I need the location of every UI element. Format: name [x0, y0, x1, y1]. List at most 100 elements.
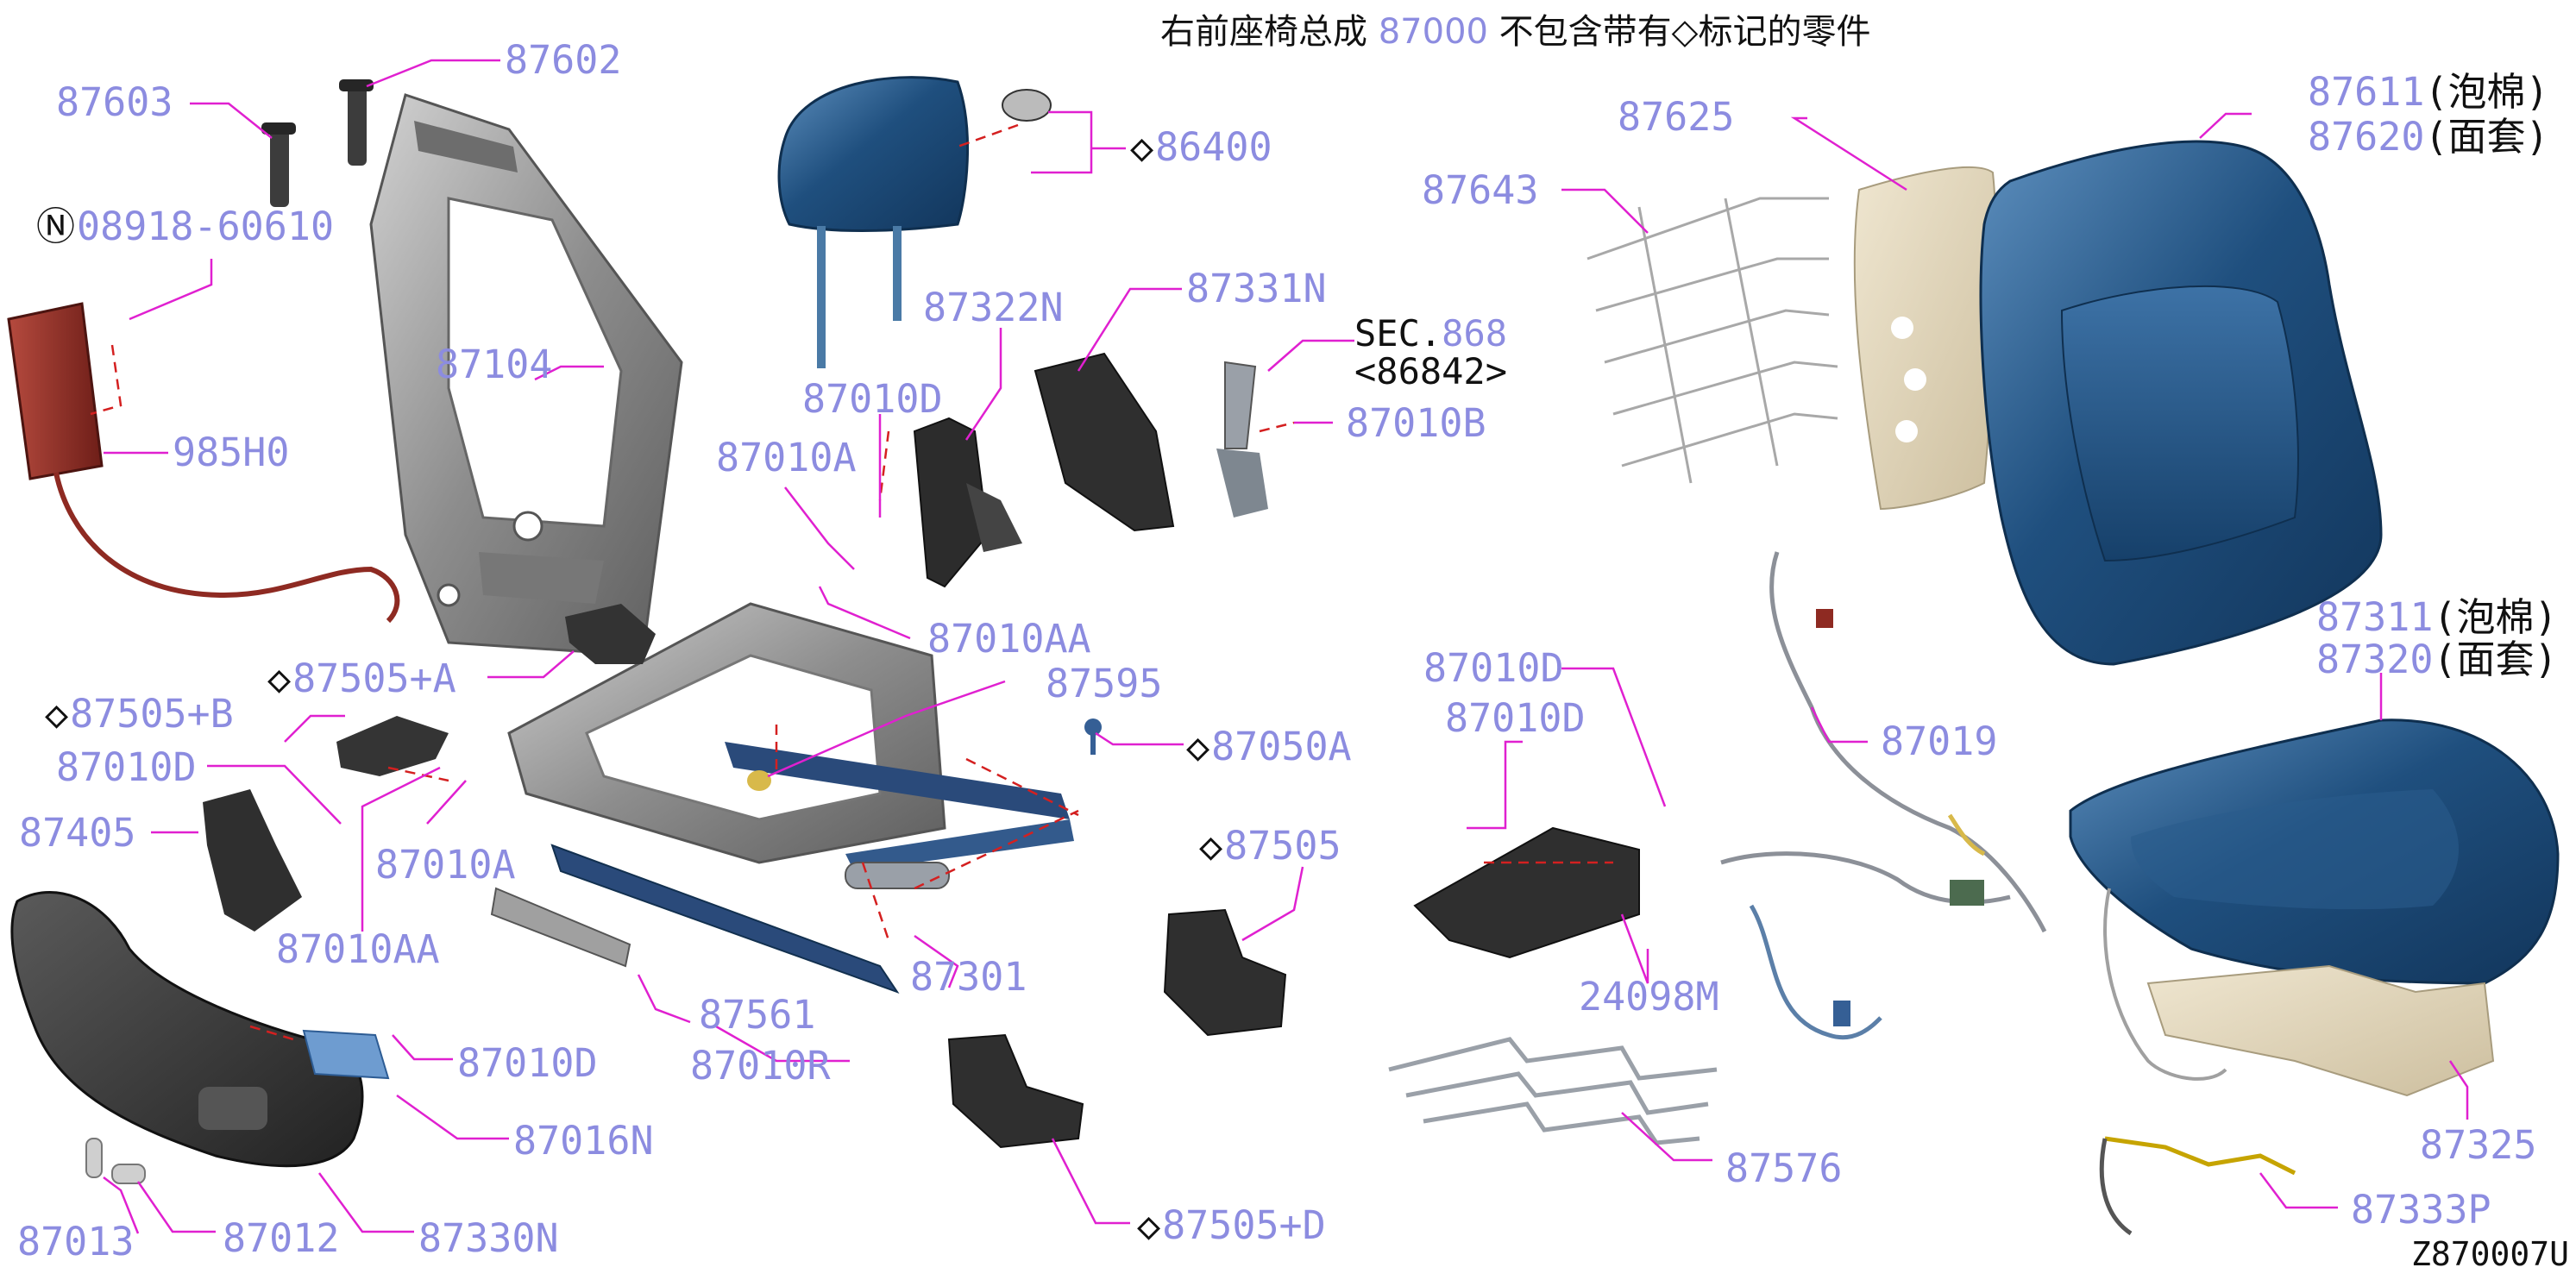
part-label-87311[interactable]: 87311(泡棉): [2316, 598, 2558, 637]
bolt-87050A: [1084, 718, 1102, 755]
seat-belt-buckle: [1216, 361, 1268, 518]
headrest-guide-pins: [261, 79, 374, 207]
side-airbag-985H0: [7, 302, 400, 624]
wire-springs-87576: [1388, 1037, 1718, 1145]
part-label-87643[interactable]: 87643: [1422, 167, 1539, 213]
title-prefix: 右前座椅总成: [1160, 12, 1379, 52]
part-label-87505[interactable]: ◇87505: [1199, 826, 1341, 865]
part-label-87010D[interactable]: 87010D: [1445, 695, 1586, 741]
title-assembly-code: 87000: [1378, 12, 1488, 52]
part-number: 86400: [1155, 124, 1272, 170]
part-label-87010D[interactable]: 87010D: [1423, 645, 1564, 691]
back-side-covers: [913, 352, 1175, 588]
part-number: 87505: [1224, 823, 1341, 869]
part-number: 87505+D: [1162, 1202, 1326, 1248]
part-label-87595[interactable]: 87595: [1046, 661, 1163, 706]
part-label-87016N[interactable]: 87016N: [513, 1118, 654, 1164]
diagram-title: 右前座椅总成 87000 不包含带有◇标记的零件: [1160, 3, 1870, 53]
part-label-87013[interactable]: 87013: [17, 1219, 135, 1264]
title-suffix: 不包含带有◇标记的零件: [1487, 12, 1871, 52]
part-number: 87050A: [1211, 724, 1352, 769]
part-label-87611[interactable]: 87611(泡棉): [2308, 72, 2549, 111]
assembly-dash-lines: [90, 123, 1613, 1041]
part-number: 87505+B: [70, 691, 234, 737]
seat-back-cover-87611: [1979, 140, 2383, 666]
wiring-harness-87019: [1720, 551, 2047, 1040]
lumbar-bracket-24098M: [1413, 826, 1640, 959]
part-label-87019[interactable]: 87019: [1881, 718, 1998, 764]
part-label-87010A[interactable]: 87010A: [375, 842, 516, 888]
part-label-87505+B[interactable]: ◇87505+B: [45, 694, 234, 733]
part-label-87010R[interactable]: 87010R: [690, 1043, 831, 1089]
part-label-87104[interactable]: 87104: [436, 342, 553, 387]
part-label-87505+A[interactable]: ◇87505+A: [267, 659, 456, 698]
part-number: 08918-60610: [77, 204, 335, 249]
seat-back-frame-87104: [369, 93, 683, 657]
part-label-87625[interactable]: 87625: [1618, 94, 1735, 140]
part-number: 87320: [2316, 637, 2434, 682]
section-ref-line1: SEC.868: [1354, 312, 1508, 355]
diamond-icon: ◇: [267, 656, 292, 701]
back-panels-87505: [947, 908, 1287, 1149]
knobs-87013-87012: [85, 1138, 146, 1184]
seat-back-wire-mat-87643: [1586, 197, 1838, 484]
diamond-icon: ◇: [1137, 1202, 1161, 1248]
diamond-icon: ◇: [1186, 724, 1210, 769]
seat-cushion-pad-87325: [2103, 888, 2495, 1097]
switch-87016N: [302, 1029, 390, 1080]
part-label-24098M[interactable]: 24098M: [1579, 974, 1719, 1020]
part-label-87012[interactable]: 87012: [223, 1215, 340, 1261]
part-label-87010AA[interactable]: 87010AA: [276, 926, 440, 972]
small-parts-left: [203, 604, 656, 968]
part-label-87331N[interactable]: 87331N: [1186, 266, 1327, 311]
part-label-87602[interactable]: 87602: [505, 37, 622, 83]
part-label-87050A[interactable]: ◇87050A: [1186, 727, 1352, 766]
part-label-87010B[interactable]: 87010B: [1346, 400, 1486, 446]
part-label-87010D[interactable]: 87010D: [56, 744, 197, 790]
seat-cushion-cover-87311: [2069, 718, 2560, 985]
diamond-icon: ◇: [1130, 124, 1154, 170]
headrest-86400: [777, 76, 1052, 368]
part-label-87010A[interactable]: 87010A: [716, 435, 857, 480]
part-number: 87620: [2308, 114, 2425, 160]
part-number: 87311: [2316, 594, 2434, 640]
part-label-87010D[interactable]: 87010D: [457, 1040, 598, 1086]
part-label-87576[interactable]: 87576: [1725, 1145, 1843, 1191]
part-label-87301[interactable]: 87301: [910, 954, 1027, 1000]
part-label-87320[interactable]: 87320(面套): [2316, 640, 2558, 679]
part-label-87405[interactable]: 87405: [19, 810, 136, 856]
part-note-foam: (泡棉): [2433, 594, 2558, 640]
heater-wire-87333P: [2099, 1136, 2296, 1236]
diamond-icon: ◇: [1199, 823, 1223, 869]
part-label-87010AA[interactable]: 87010AA: [927, 616, 1091, 662]
seat-side-trim-87330N: [10, 890, 364, 1168]
part-number: 87611: [2308, 69, 2425, 115]
leader-lines: [103, 59, 2469, 1234]
part-label-87010D[interactable]: 87010D: [802, 376, 943, 422]
seat-cushion-frame-87301: [507, 602, 1074, 994]
part-note-cover: (面套): [2433, 637, 2558, 682]
part-number: 87505+A: [292, 656, 456, 701]
section-reference[interactable]: SEC.868 <86842>: [1354, 312, 1508, 393]
part-label-87603[interactable]: 87603: [56, 79, 173, 125]
sec-prefix: SEC.: [1354, 312, 1442, 355]
sec-code: 868: [1442, 312, 1508, 355]
section-ref-line2: <86842>: [1354, 350, 1508, 393]
part-label-87620[interactable]: 87620(面套): [2308, 117, 2549, 156]
diamond-icon: ◇: [45, 691, 69, 737]
part-label-87561[interactable]: 87561: [699, 992, 816, 1038]
part-label-87325[interactable]: 87325: [2420, 1122, 2537, 1168]
figure-code: Z870007U: [2410, 1235, 2569, 1273]
part-note-foam: (泡棉): [2424, 69, 2549, 115]
part-label-86400[interactable]: ◇86400: [1130, 128, 1272, 166]
n-circled-icon: Ⓝ: [36, 204, 76, 249]
part-label-87330N[interactable]: 87330N: [418, 1215, 559, 1261]
part-label-87322N[interactable]: 87322N: [923, 285, 1064, 330]
part-label-08918-60610[interactable]: Ⓝ08918-60610: [36, 207, 334, 246]
part-label-985H0[interactable]: 985H0: [173, 430, 290, 475]
seat-back-pad-87625: [1853, 166, 1998, 511]
part-label-87505+D[interactable]: ◇87505+D: [1137, 1206, 1326, 1245]
part-label-87333P[interactable]: 87333P: [2351, 1187, 2491, 1233]
